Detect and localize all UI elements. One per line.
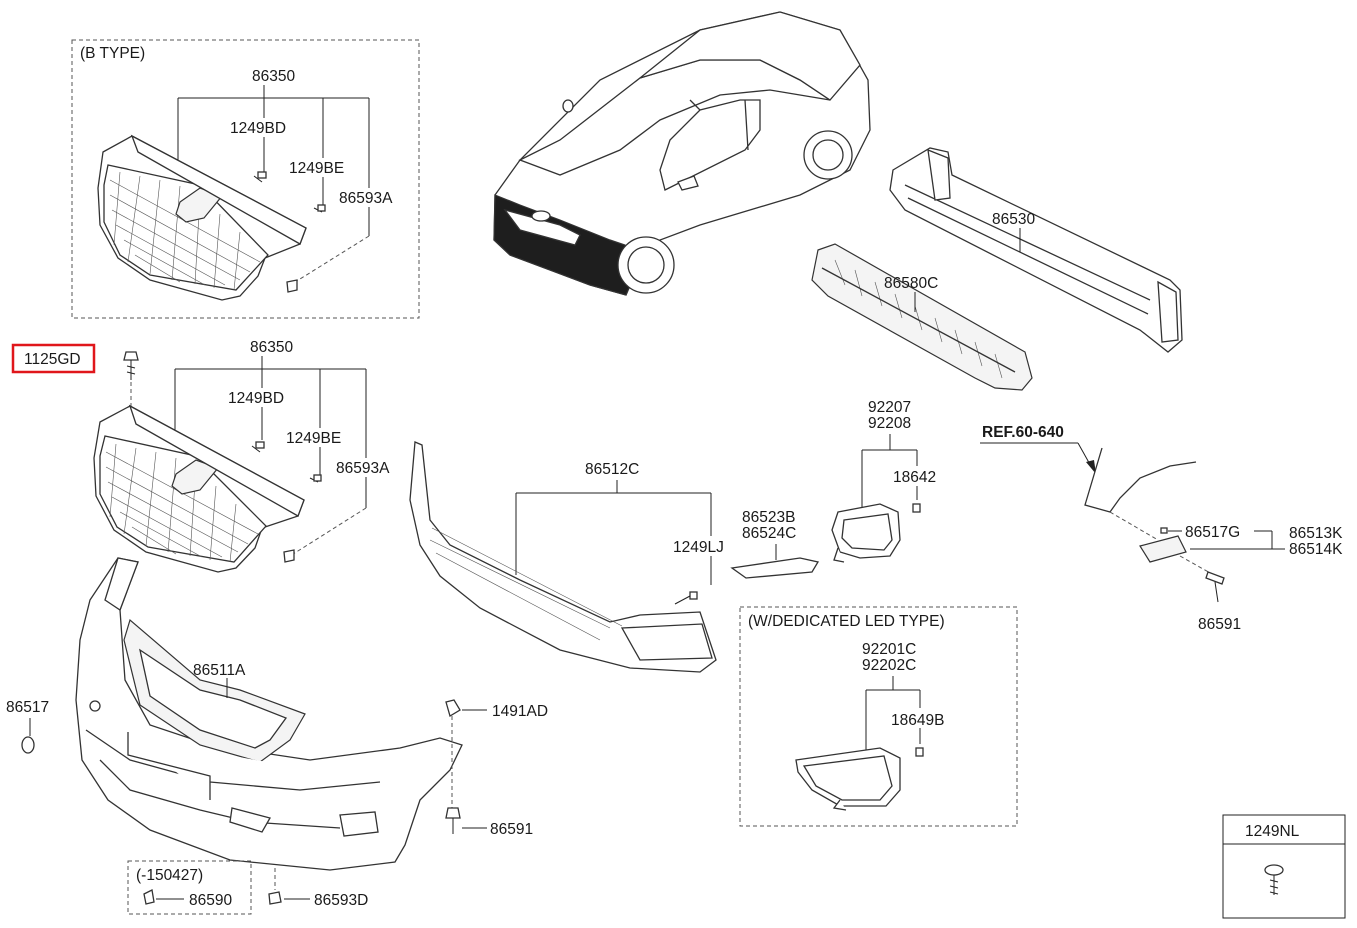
lower-bumper-leader-lines [515,480,712,585]
fog-lamp-screw-label: 18642 [893,469,936,486]
clip-86590-label: 86590 [189,892,232,909]
bracket-lh-label: 86513K [1289,525,1343,542]
clip-86593d-label: 86593D [314,892,368,909]
led-lamp-leader-lines [865,676,921,760]
grille-leader-lines [174,356,367,557]
lower-bumper-drawing [409,441,717,673]
fog-cover-rh-label: 86524C [742,525,796,542]
bumper-screw-label: 86591 [490,821,533,838]
b-type-section-box [71,39,420,319]
bracket-clip-label: 86517G [1185,524,1240,541]
clip-86593d-drawing [268,868,310,905]
bracket-screw-drawing [1179,555,1225,603]
grille-screw-be-label: 1249BE [286,430,341,447]
energy-absorber-label: 86580C [884,275,938,292]
fender-outline-drawing [1084,447,1197,541]
lower-bumper-screw-label: 1249LJ [673,539,724,556]
bracket-screw-label: 86591 [1198,616,1241,633]
b-type-heading: (B TYPE) [80,45,145,62]
front-bumper-cover-drawing [75,557,463,871]
b-type-grille-label: 86350 [252,68,295,85]
reference-leader-lines [980,442,1096,474]
screw-1125gd-drawing [123,351,139,410]
bumper-support-label: 86511A [193,662,246,679]
bumper-cap-drawing [21,736,35,754]
bumper-beam-drawing [889,147,1183,353]
bracket-clip-drawing [1160,527,1168,534]
date-range-label: (-150427) [136,867,203,884]
bracket-leader-lines [1190,530,1285,550]
clip-1491ad-drawing [445,699,487,808]
grille-screw-bd-label: 1249BD [228,390,284,407]
led-fog-lamp-drawing [795,747,924,811]
bumper-cap-label: 86517 [6,699,49,716]
sedan-car-drawing [493,11,871,296]
screw-1249nl-label: 1249NL [1245,823,1300,840]
radiator-grille-drawing [93,404,322,573]
fog-cover-drawing [730,557,820,579]
bumper-screw-drawing [445,807,487,834]
screw-1249nl-drawing [1264,864,1284,895]
side-bracket-drawing [1139,535,1187,563]
led-type-heading: (W/DEDICATED LED TYPE) [748,613,945,630]
grille-label: 86350 [250,339,293,356]
fog-cover-lh-label: 86523B [742,509,795,526]
b-type-leader-lines [177,85,370,285]
fog-lamp-drawing [831,503,921,563]
b-type-grille-drawing [97,134,326,301]
b-type-clip-label: 86593A [339,190,393,207]
part-label-1125gd[interactable]: 1125GD [24,351,81,368]
led-type-section-box [739,606,1018,827]
clip-86590-drawing [143,889,184,905]
lower-bumper-label: 86512C [585,461,639,478]
highlight-box-1125gd [11,343,96,374]
b-type-screw-be-label: 1249BE [289,160,344,177]
bumper-beam-label: 86530 [992,211,1035,228]
fog-lamp-rh-label: 92208 [868,415,911,432]
screw-1249nl-box [1222,814,1346,919]
b-type-screw-bd-label: 1249BD [230,120,286,137]
grille-clip-label: 86593A [336,460,390,477]
clip-1491ad-label: 1491AD [492,703,548,720]
energy-absorber-drawing [811,243,1033,391]
fog-lamp-leader-lines [861,434,918,510]
led-lamp-rh-label: 92202C [862,657,916,674]
date-range-box [127,860,252,915]
reference-label: REF.60-640 [982,424,1064,441]
fog-lamp-lh-label: 92207 [868,399,911,416]
bracket-rh-label: 86514K [1289,541,1343,558]
led-lamp-screw-label: 18649B [891,712,944,729]
led-lamp-lh-label: 92201C [862,641,916,658]
